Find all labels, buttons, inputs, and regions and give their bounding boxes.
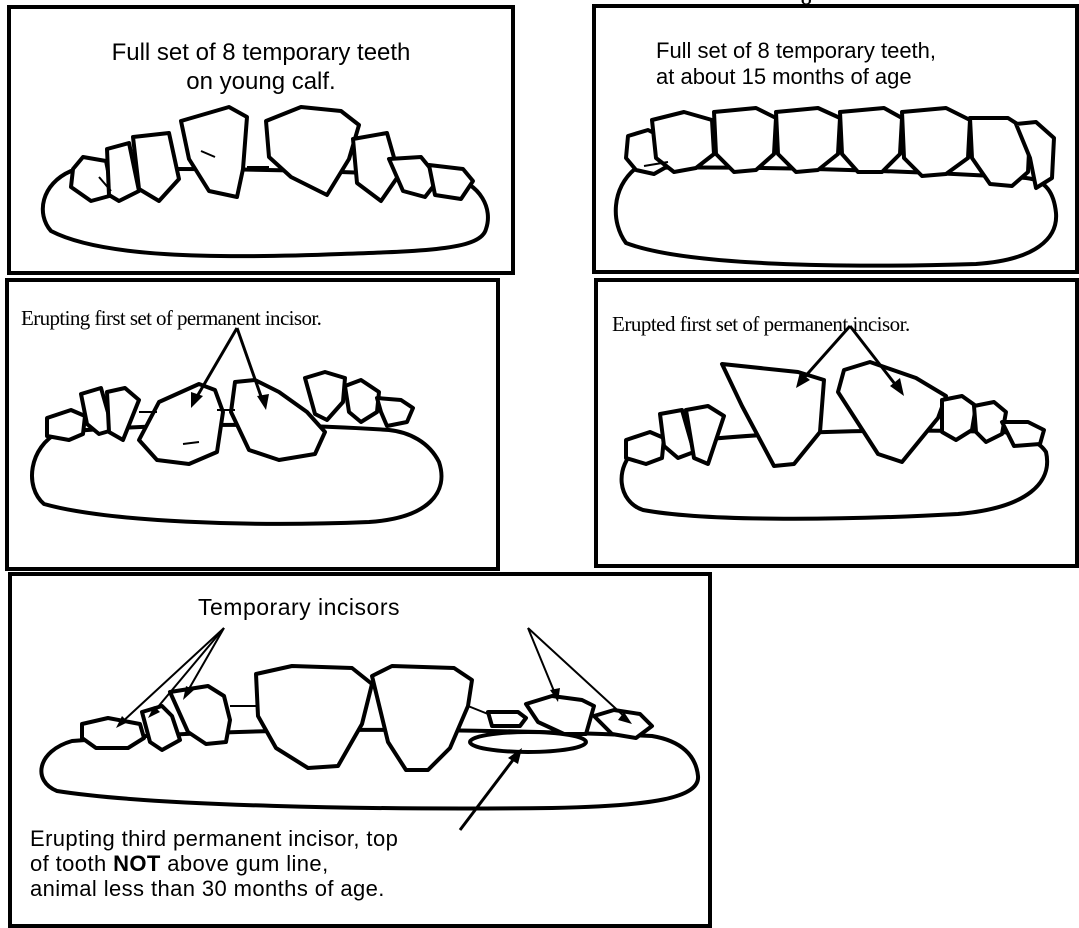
temporary-tooth xyxy=(902,108,970,176)
panel-caption-line1: Erupting third permanent incisor, top xyxy=(30,826,398,852)
temporary-tooth xyxy=(305,372,345,420)
pointer-line xyxy=(528,628,556,696)
third-permanent-incisor-below-gum xyxy=(470,732,586,752)
temporary-tooth xyxy=(47,410,85,440)
temporary-incisor xyxy=(488,712,526,726)
pointer-line xyxy=(186,628,224,694)
temporary-tooth xyxy=(840,108,902,172)
caption-text: above gum line, xyxy=(161,851,329,876)
temporary-tooth xyxy=(429,165,473,199)
temporary-tooth xyxy=(626,432,664,464)
temporary-incisor xyxy=(526,696,594,734)
panel-caption-line2: of tooth NOT above gum line, xyxy=(30,851,329,877)
panel-erupting-third-incisor: Temporary incisors Erupting third perman… xyxy=(8,572,712,928)
jaw-illustration xyxy=(9,282,496,567)
temporary-tooth xyxy=(776,108,840,172)
panel-15-months: Full set of 8 temporary teeth, at about … xyxy=(592,4,1079,274)
caption-text: of tooth xyxy=(30,851,113,876)
jaw-illustration xyxy=(11,9,511,271)
gum xyxy=(32,425,441,524)
temporary-tooth xyxy=(714,108,776,172)
temporary-incisor xyxy=(82,718,144,748)
caption-emphasis: NOT xyxy=(113,851,161,876)
temporary-tooth xyxy=(345,380,379,422)
jaw-illustration xyxy=(598,282,1075,564)
temporary-tooth xyxy=(377,398,413,426)
panel-erupting-first-incisors: Erupting first set of permanent incisor. xyxy=(5,278,500,571)
panel-caption-line3: animal less than 30 months of age. xyxy=(30,876,385,902)
panel-erupted-first-incisors: Erupted first set of permanent incisor. xyxy=(594,278,1079,568)
panel-young-calf: Full set of 8 temporary teeth on young c… xyxy=(7,5,515,275)
jaw-illustration xyxy=(596,8,1076,270)
erupting-permanent-incisor xyxy=(139,384,223,464)
